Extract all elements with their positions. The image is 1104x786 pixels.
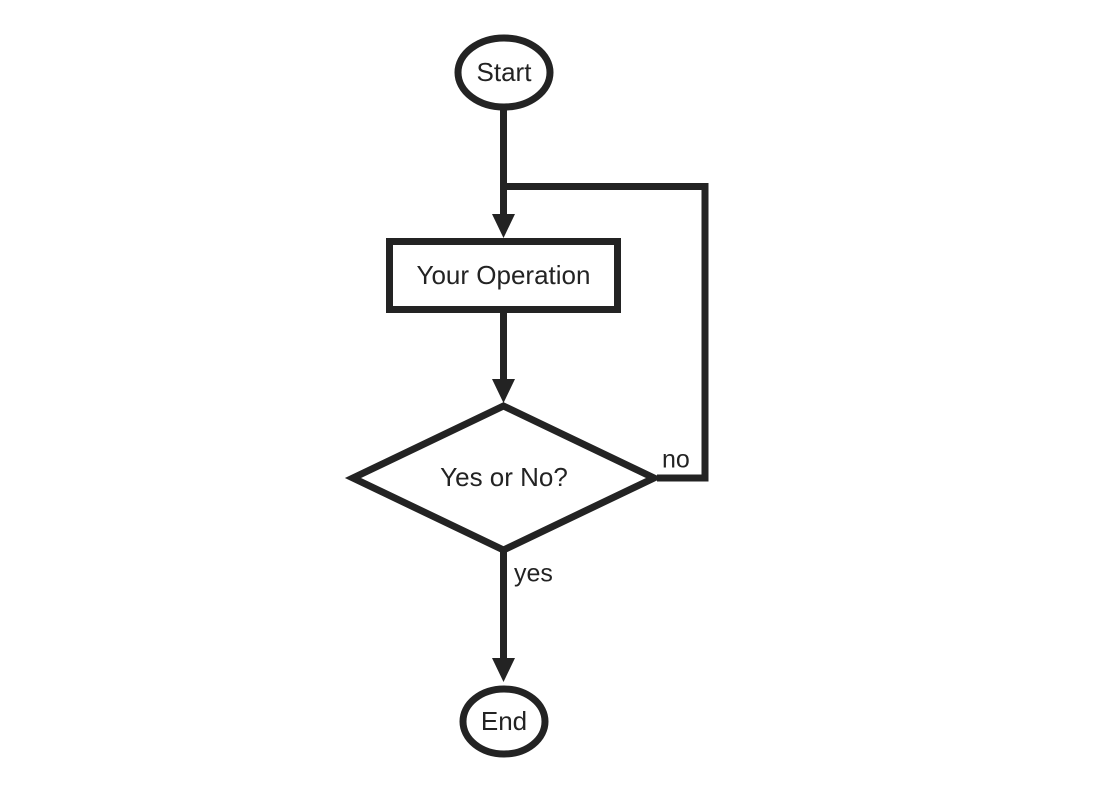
node-start[interactable]: Start: [454, 34, 554, 111]
loop-back-line: [500, 183, 709, 482]
edge-operation-to-decision: [492, 313, 515, 403]
operation-to-decision-arrowhead: [492, 379, 515, 403]
node-label-end: End: [481, 706, 527, 736]
operation-rectangle[interactable]: [386, 238, 621, 313]
decision-to-end-arrowhead: [492, 658, 515, 682]
edge-label-no: no: [662, 446, 690, 474]
node-decision[interactable]: Yes or No?: [344, 402, 663, 554]
node-operation[interactable]: Your Operation: [386, 238, 621, 313]
edge-start-to-operation: [492, 108, 515, 238]
node-end[interactable]: End: [459, 685, 549, 758]
start-to-operation-arrowhead: [492, 214, 515, 238]
start-ellipse[interactable]: [454, 34, 554, 111]
node-label-operation: Your Operation: [417, 260, 591, 290]
node-label-decision: Yes or No?: [440, 462, 568, 492]
edge-decision-to-end: yes: [492, 552, 553, 682]
edge-label-yes: yes: [514, 560, 553, 588]
decision-diamond[interactable]: [344, 402, 663, 554]
edge-decision-to-operation-loop: no: [500, 183, 709, 482]
node-label-start: Start: [477, 57, 533, 87]
end-ellipse[interactable]: [459, 685, 549, 758]
